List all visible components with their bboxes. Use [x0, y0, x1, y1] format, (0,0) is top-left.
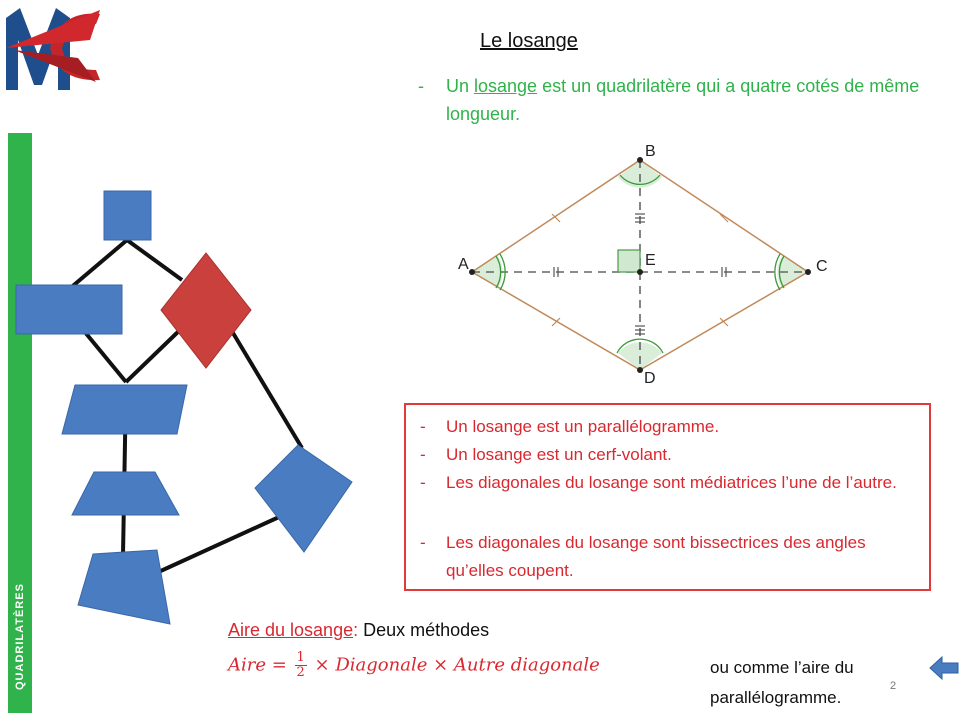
vertex-d-label: D: [644, 370, 656, 387]
quadrilateral-shape: [77, 549, 171, 625]
area-heading: Aire du losange: Deux méthodes: [228, 620, 490, 640]
square-shape: [103, 190, 152, 241]
term-losange: losange: [474, 76, 538, 96]
vertex-c-label: C: [816, 258, 828, 275]
vertex-b-label: B: [645, 143, 656, 160]
rectangle-shape: [15, 284, 123, 335]
parallelogram-shape: [61, 384, 188, 435]
bullet: -: [418, 76, 424, 96]
quadrilateral-family-diagram: [15, 190, 353, 625]
rhombus-shape: [160, 252, 252, 369]
svg-text:MC: MC: [0, 0, 2, 1]
sidebar-label: QUADRILATÈRES: [8, 583, 108, 690]
page-number: 2: [890, 680, 897, 692]
kite-shape: [254, 444, 353, 553]
properties-box: -Un losange est un parallélogramme. -Un …: [404, 403, 931, 591]
back-arrow-icon[interactable]: [928, 655, 960, 681]
logo: MC: [0, 0, 100, 90]
page-title: Le losange: [480, 30, 578, 52]
alternative-method: ou comme l’aire du parallélogramme.: [710, 658, 854, 707]
trapezoid-shape: [71, 471, 180, 516]
sidebar-band: [8, 133, 32, 713]
center-e-label: E: [645, 252, 656, 269]
vertex-a-label: A: [458, 256, 469, 273]
rhombus-figure: A B C D E: [458, 143, 828, 387]
